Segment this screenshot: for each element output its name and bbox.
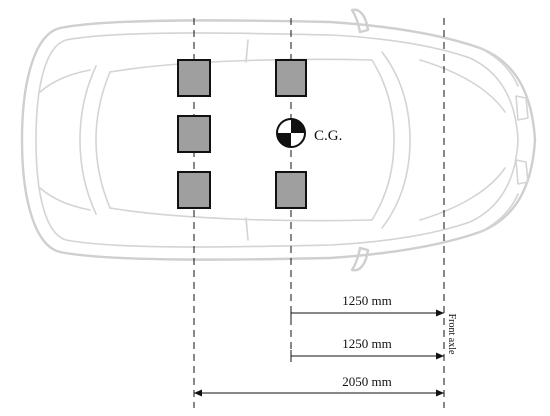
cg-symbol-q3 — [277, 133, 291, 147]
dimension-2-arrow — [436, 352, 444, 360]
seats — [177, 59, 307, 209]
rear-window — [79, 65, 97, 215]
dimension-3-arrow-right — [436, 389, 444, 397]
car-outline — [20, 8, 537, 272]
trunk-line — [39, 69, 91, 211]
mirror-top — [350, 8, 370, 34]
mirror-bottom — [350, 246, 370, 272]
front-detail-top — [479, 47, 519, 87]
front-detail-bottom — [479, 193, 519, 233]
seat-rear-left — [177, 59, 211, 97]
windshield-inner — [371, 59, 395, 221]
windshield — [381, 51, 411, 229]
door-seam-bottom — [245, 217, 249, 241]
front-axle-label: Front axle — [446, 314, 457, 355]
dimension-3: 2050 mm — [194, 374, 444, 397]
hood-line-bottom — [419, 167, 506, 221]
seat-front-left — [275, 59, 307, 97]
dimension-1: 1250 mm — [290, 293, 444, 319]
cg-marker: C.G. — [276, 118, 342, 148]
dimension-2-label: 1250 mm — [342, 336, 391, 351]
roof-line-bottom — [109, 207, 373, 222]
roof-line-top — [109, 58, 373, 73]
front-grille — [515, 95, 529, 185]
seat-front-right — [275, 171, 307, 209]
cg-label: C.G. — [314, 128, 342, 144]
dimension-3-arrow-left — [194, 389, 202, 397]
dimension-2: 1250 mm — [290, 336, 444, 362]
rear-window-inner — [95, 71, 111, 209]
hood-line-top — [419, 59, 506, 113]
seat-rear-center — [177, 115, 211, 153]
car-body-inner — [35, 32, 519, 248]
seat-rear-right — [177, 171, 211, 209]
cg-symbol-q1 — [291, 119, 305, 133]
door-seam-top — [245, 39, 249, 63]
dimension-3-label: 2050 mm — [342, 374, 391, 389]
dimension-1-label: 1250 mm — [342, 293, 391, 308]
dimension-1-arrow — [436, 309, 444, 317]
